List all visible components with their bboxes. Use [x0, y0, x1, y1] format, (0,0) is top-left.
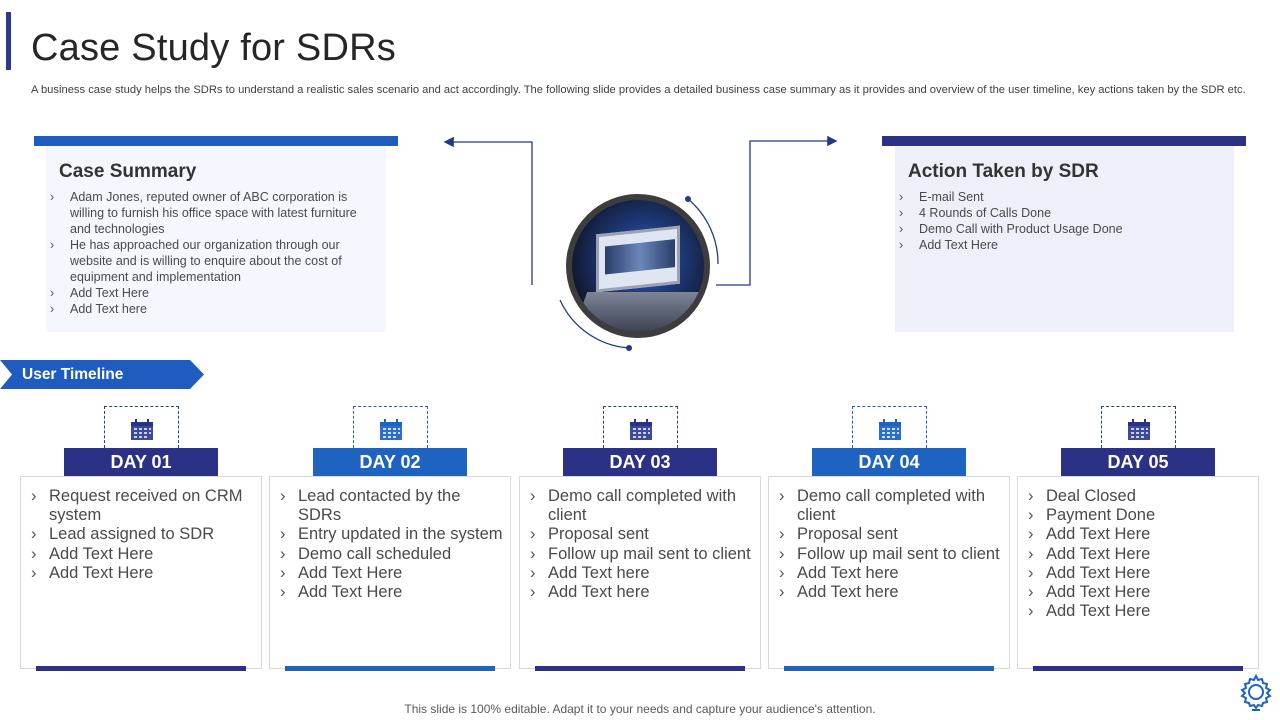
list-item: Add Text Here [1026, 602, 1252, 621]
list-item: Add Text here [777, 583, 1003, 602]
day-column-3: DAY 03 Demo call completed with client P… [519, 406, 761, 672]
list-item: Proposal sent [528, 525, 754, 544]
list-item: Add Text Here [29, 545, 255, 564]
list-item: Add Text Here [29, 564, 255, 583]
list-item: Follow up mail sent to client [528, 545, 754, 564]
day-column-1: DAY 01 Request received on CRM system Le… [20, 406, 262, 672]
list-item: Request received on CRM system [29, 487, 255, 525]
list-item: Add Text Here [278, 564, 504, 583]
day-label: DAY 05 [1061, 448, 1215, 476]
list-item: Add Text here [528, 564, 754, 583]
list-item: Add Text Here [1026, 583, 1252, 602]
list-item: Entry updated in the system [278, 525, 504, 544]
list-item: Add Text Here [278, 583, 504, 602]
day-underline [1033, 666, 1243, 671]
calendar-icon-box [603, 406, 678, 448]
list-item: Demo call scheduled [278, 545, 504, 564]
list-item: Deal Closed [1026, 487, 1252, 506]
day-card: Demo call completed with client Proposal… [519, 476, 761, 669]
user-timeline-label: User Timeline [22, 366, 123, 384]
list-item: Lead contacted by the SDRs [278, 487, 504, 525]
lightbulb-gear-icon [1238, 673, 1274, 713]
calendar-icon-box [104, 406, 179, 448]
day-label: DAY 02 [313, 448, 467, 476]
day-card: Deal Closed Payment Done Add Text Here A… [1017, 476, 1259, 669]
list-item: Add Text here [528, 583, 754, 602]
day-card: Request received on CRM system Lead assi… [20, 476, 262, 669]
day-underline [784, 666, 994, 671]
calendar-icon-box [353, 406, 428, 448]
day-column-5: DAY 05 Deal Closed Payment Done Add Text… [1017, 406, 1259, 672]
calendar-icon-box [852, 406, 927, 448]
day-label: DAY 03 [563, 448, 717, 476]
calendar-icon-box [1101, 406, 1176, 448]
list-item: Follow up mail sent to client [777, 545, 1003, 564]
user-timeline-tag: User Timeline [0, 360, 204, 389]
list-item: Lead assigned to SDR [29, 525, 255, 544]
calendar-icon [130, 419, 154, 441]
calendar-icon [878, 419, 902, 441]
day-column-4: DAY 04 Demo call completed with client P… [768, 406, 1010, 672]
calendar-icon [1127, 419, 1151, 441]
day-card: Lead contacted by the SDRs Entry updated… [269, 476, 511, 669]
day-label: DAY 04 [812, 448, 966, 476]
list-item: Add Text Here [1026, 545, 1252, 564]
day-label: DAY 01 [64, 448, 218, 476]
calendar-icon [629, 419, 653, 441]
day-underline [535, 666, 745, 671]
laptop-photo [566, 194, 710, 338]
list-item: Demo call completed with client [777, 487, 1003, 525]
day-underline [285, 666, 495, 671]
day-underline [36, 666, 246, 671]
footer-note: This slide is 100% editable. Adapt it to… [0, 702, 1280, 716]
day-column-2: DAY 02 Lead contacted by the SDRs Entry … [269, 406, 511, 672]
list-item: Proposal sent [777, 525, 1003, 544]
list-item: Add Text here [777, 564, 1003, 583]
list-item: Add Text Here [1026, 525, 1252, 544]
list-item: Add Text Here [1026, 564, 1252, 583]
list-item: Payment Done [1026, 506, 1252, 525]
calendar-icon [379, 419, 403, 441]
day-card: Demo call completed with client Proposal… [768, 476, 1010, 669]
list-item: Demo call completed with client [528, 487, 754, 525]
